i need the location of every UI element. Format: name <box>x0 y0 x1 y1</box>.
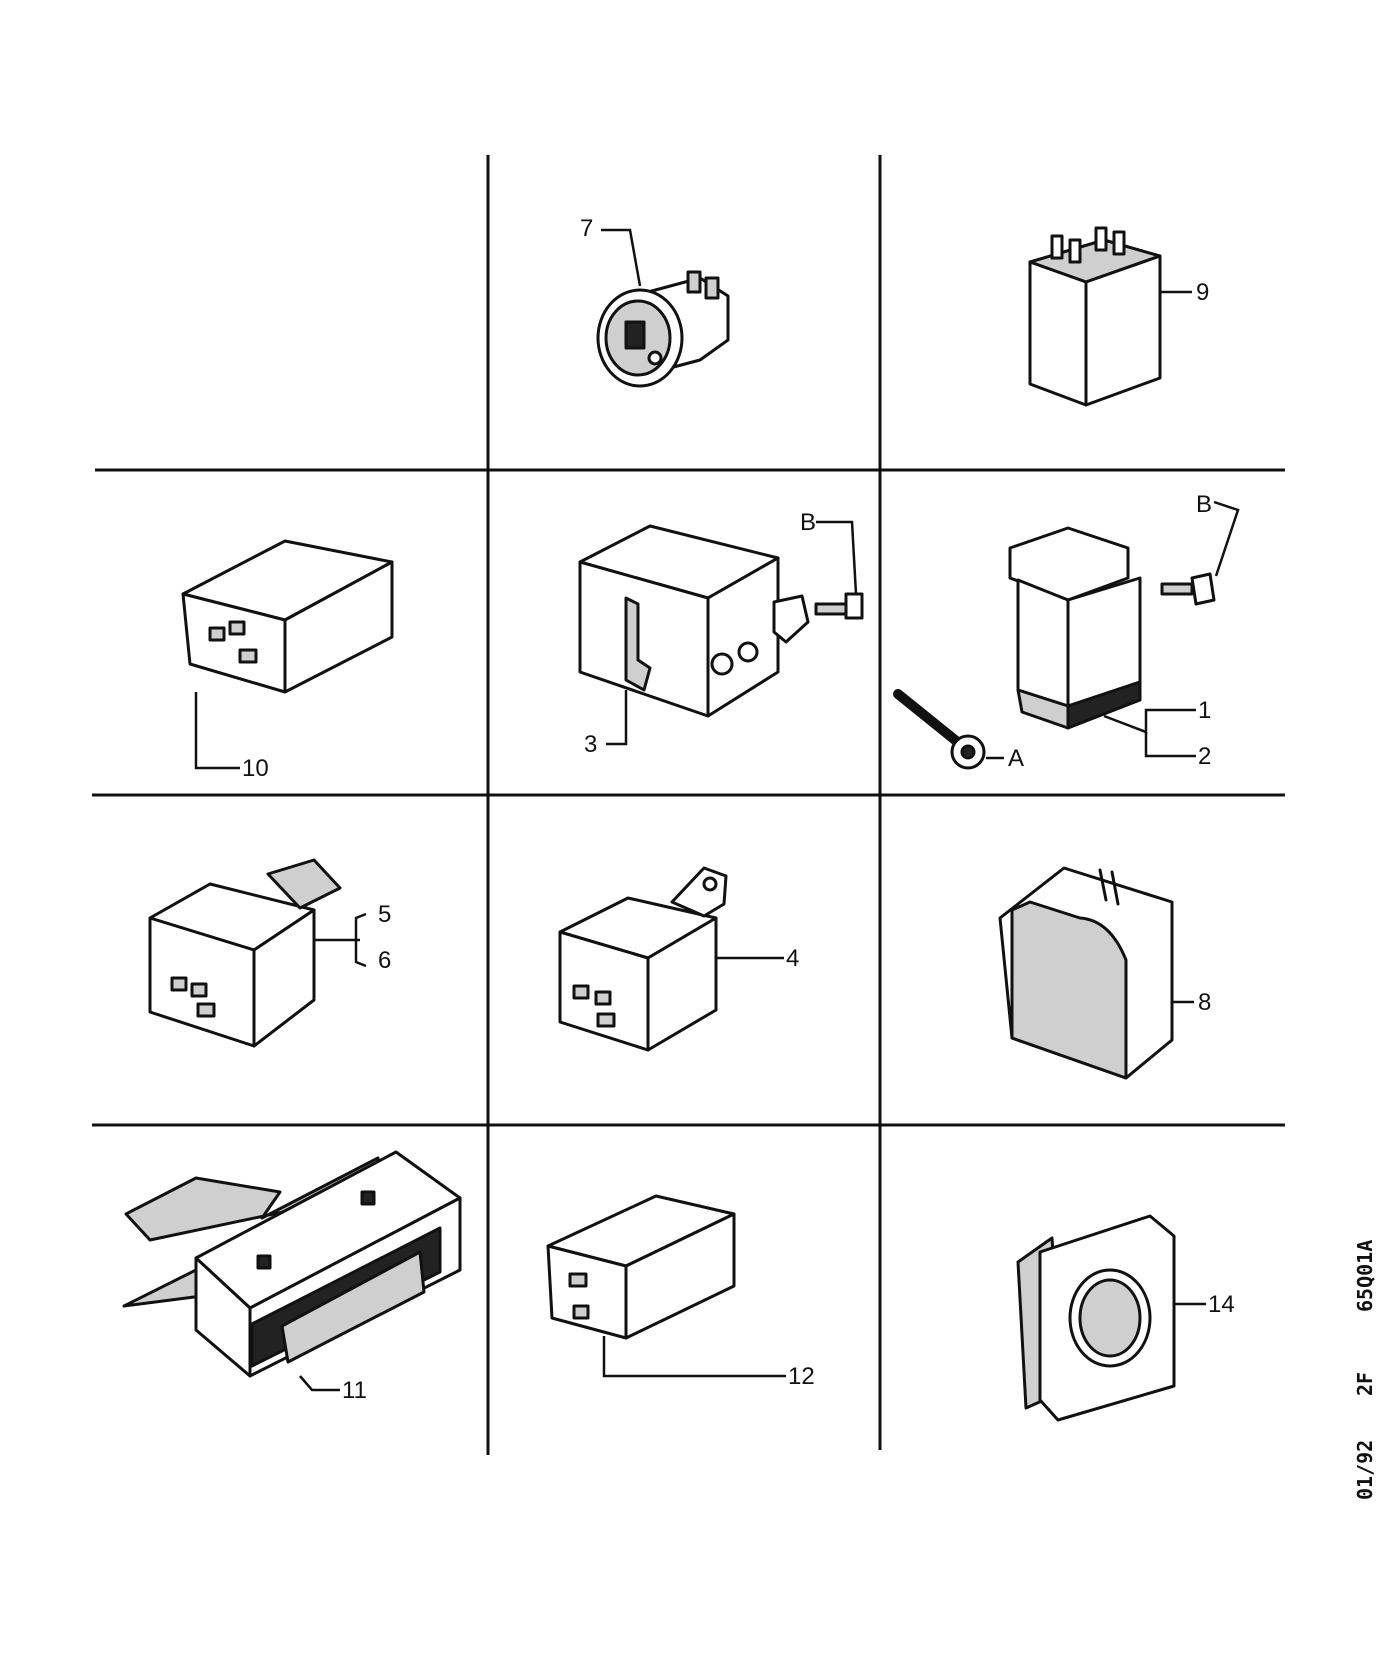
callout-14: 14 <box>1208 1291 1235 1318</box>
part-4-relay <box>558 866 728 1052</box>
grid <box>92 155 1285 1455</box>
callout-4: 4 <box>786 945 799 972</box>
callout-a: A <box>1008 745 1024 772</box>
callout-b-right: B <box>1196 491 1212 518</box>
callouts: 7 9 10 3 B B 1 2 A 5 6 4 8 11 12 14 <box>242 215 1235 1404</box>
part-1-2-relay-mount <box>893 526 1216 770</box>
callout-b-left: B <box>800 509 816 536</box>
part-5-6-relay <box>148 858 342 1048</box>
part-8-holder <box>998 866 1174 1080</box>
callout-5: 5 <box>378 901 391 928</box>
callout-11: 11 <box>342 1377 367 1404</box>
part-3-relay-bracket <box>578 524 864 718</box>
callout-1: 1 <box>1198 697 1211 724</box>
part-9-relay <box>1028 226 1162 407</box>
margin-ref-code: 65Q01A <box>1353 1240 1377 1312</box>
callout-6: 6 <box>378 947 391 974</box>
margin-sheet-code: 2F <box>1353 1372 1377 1396</box>
callout-2: 2 <box>1198 743 1211 770</box>
part-7-round-connector <box>596 270 730 388</box>
part-14-grommet <box>1016 1214 1176 1422</box>
callout-9: 9 <box>1196 279 1209 306</box>
callout-8: 8 <box>1198 989 1211 1016</box>
margin-date: 01/92 <box>1353 1440 1377 1500</box>
margin-codes: 65Q01A 2F 01/92 <box>1353 1240 1377 1500</box>
callout-10: 10 <box>242 755 269 782</box>
leader-lines <box>194 228 1240 1392</box>
part-10-relay-box <box>181 539 394 694</box>
part-12-relay <box>546 1194 736 1340</box>
callout-3: 3 <box>584 731 597 758</box>
part-11-thumbwheel-switch <box>122 1150 462 1378</box>
callout-7: 7 <box>580 215 593 242</box>
callout-12: 12 <box>788 1363 815 1390</box>
